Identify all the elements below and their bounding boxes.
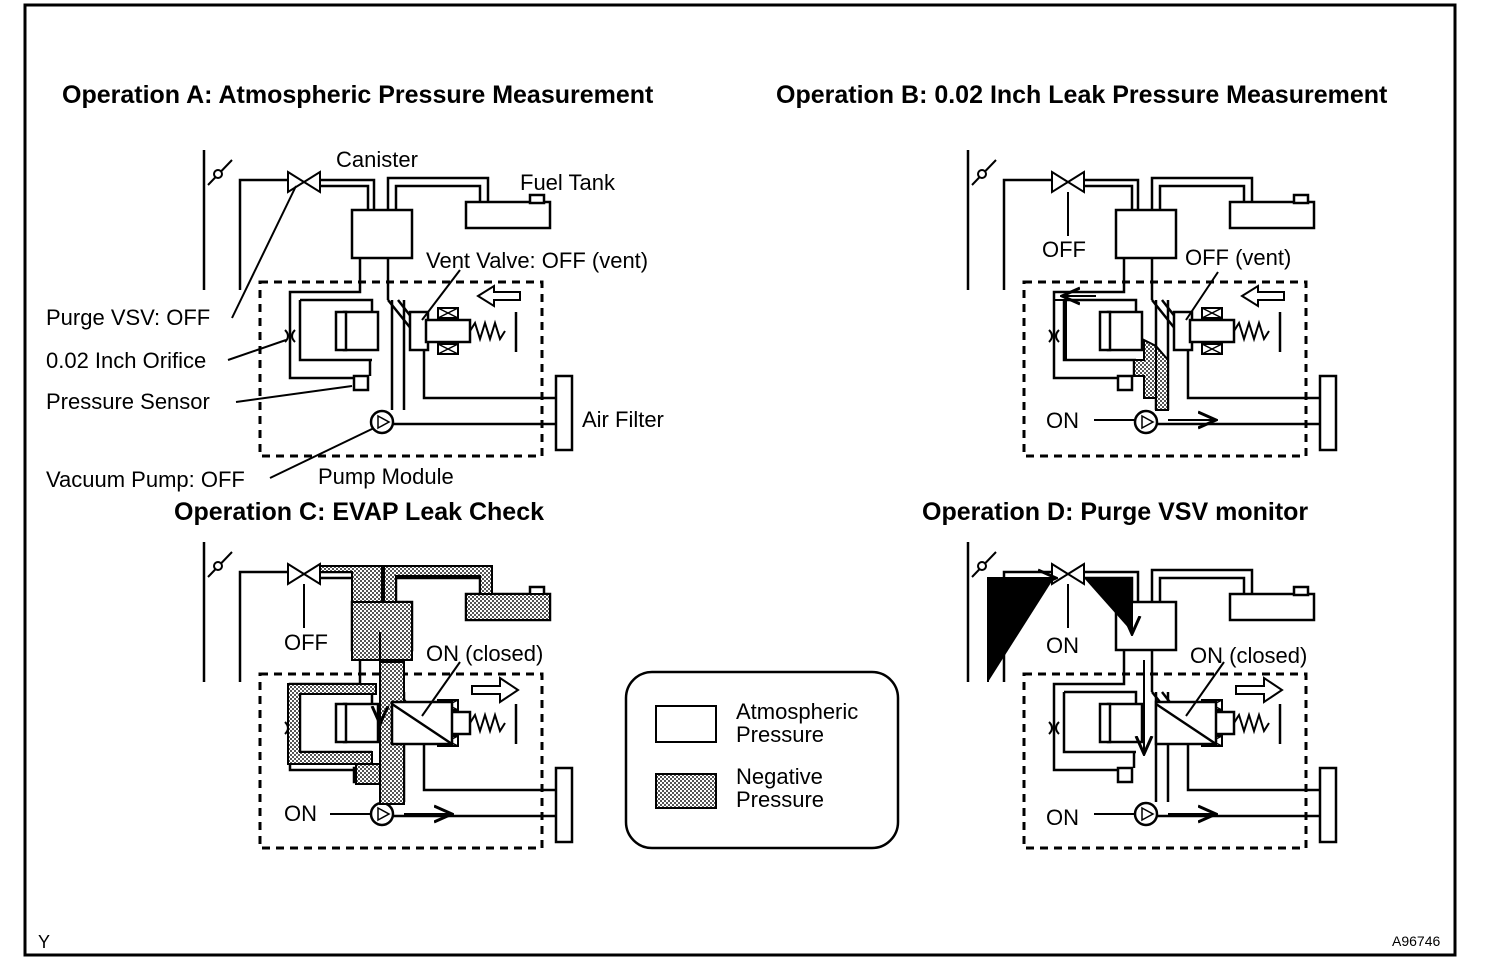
label-d-purge-vsv: ON — [1046, 633, 1079, 658]
label-vacuum-pump: Vacuum Pump: OFF — [46, 467, 245, 492]
panel-c: Operation C: EVAP Leak Check OFF ON (clo… — [174, 498, 574, 850]
label-b-vacuum-pump: ON — [1046, 408, 1079, 433]
legend: Atmospheric Pressure Negative Pressure — [624, 670, 900, 850]
legend-swatch-negative — [655, 773, 717, 809]
panel-d: Operation D: Purge VSV monitor ON ON (cl… — [922, 498, 1338, 850]
panel-d-title: Operation D: Purge VSV monitor — [922, 498, 1308, 526]
panel-a: Operation A: Atmospheric Pressure Measur… — [46, 81, 664, 492]
corner-mark-left: Y — [38, 932, 50, 952]
label-b-vent-valve: OFF (vent) — [1185, 245, 1291, 270]
label-purge-vsv: Purge VSV: OFF — [46, 305, 210, 330]
label-vent-valve: Vent Valve: OFF (vent) — [426, 248, 648, 273]
panel-c-title: Operation C: EVAP Leak Check — [174, 498, 544, 526]
label-c-vent-valve: ON (closed) — [426, 641, 543, 666]
label-canister: Canister — [336, 147, 418, 172]
label-pump-module: Pump Module — [318, 464, 454, 489]
label-c-purge-vsv: OFF — [284, 630, 328, 655]
panel-b: Operation B: 0.02 Inch Leak Pressure Mea… — [776, 81, 1388, 458]
legend-negative-line2: Pressure — [736, 787, 824, 812]
label-d-vent-valve: ON (closed) — [1190, 643, 1307, 668]
label-b-purge-vsv: OFF — [1042, 237, 1086, 262]
legend-negative-line1: Negative — [736, 764, 823, 789]
label-c-vacuum-pump: ON — [284, 801, 317, 826]
label-fuel-tank: Fuel Tank — [520, 170, 616, 195]
panel-b-title: Operation B: 0.02 Inch Leak Pressure Mea… — [776, 81, 1388, 109]
legend-atmospheric-line2: Pressure — [736, 722, 824, 747]
legend-swatch-atmospheric — [655, 705, 717, 743]
label-pressure-sensor: Pressure Sensor — [46, 389, 210, 414]
outer-frame — [23, 3, 1457, 957]
label-d-vacuum-pump: ON — [1046, 805, 1079, 830]
panel-a-title: Operation A: Atmospheric Pressure Measur… — [62, 81, 654, 109]
legend-atmospheric-line1: Atmospheric — [736, 699, 858, 724]
label-air-filter: Air Filter — [582, 407, 664, 432]
corner-mark-right: A96746 — [1392, 933, 1440, 949]
label-orifice: 0.02 Inch Orifice — [46, 348, 206, 373]
